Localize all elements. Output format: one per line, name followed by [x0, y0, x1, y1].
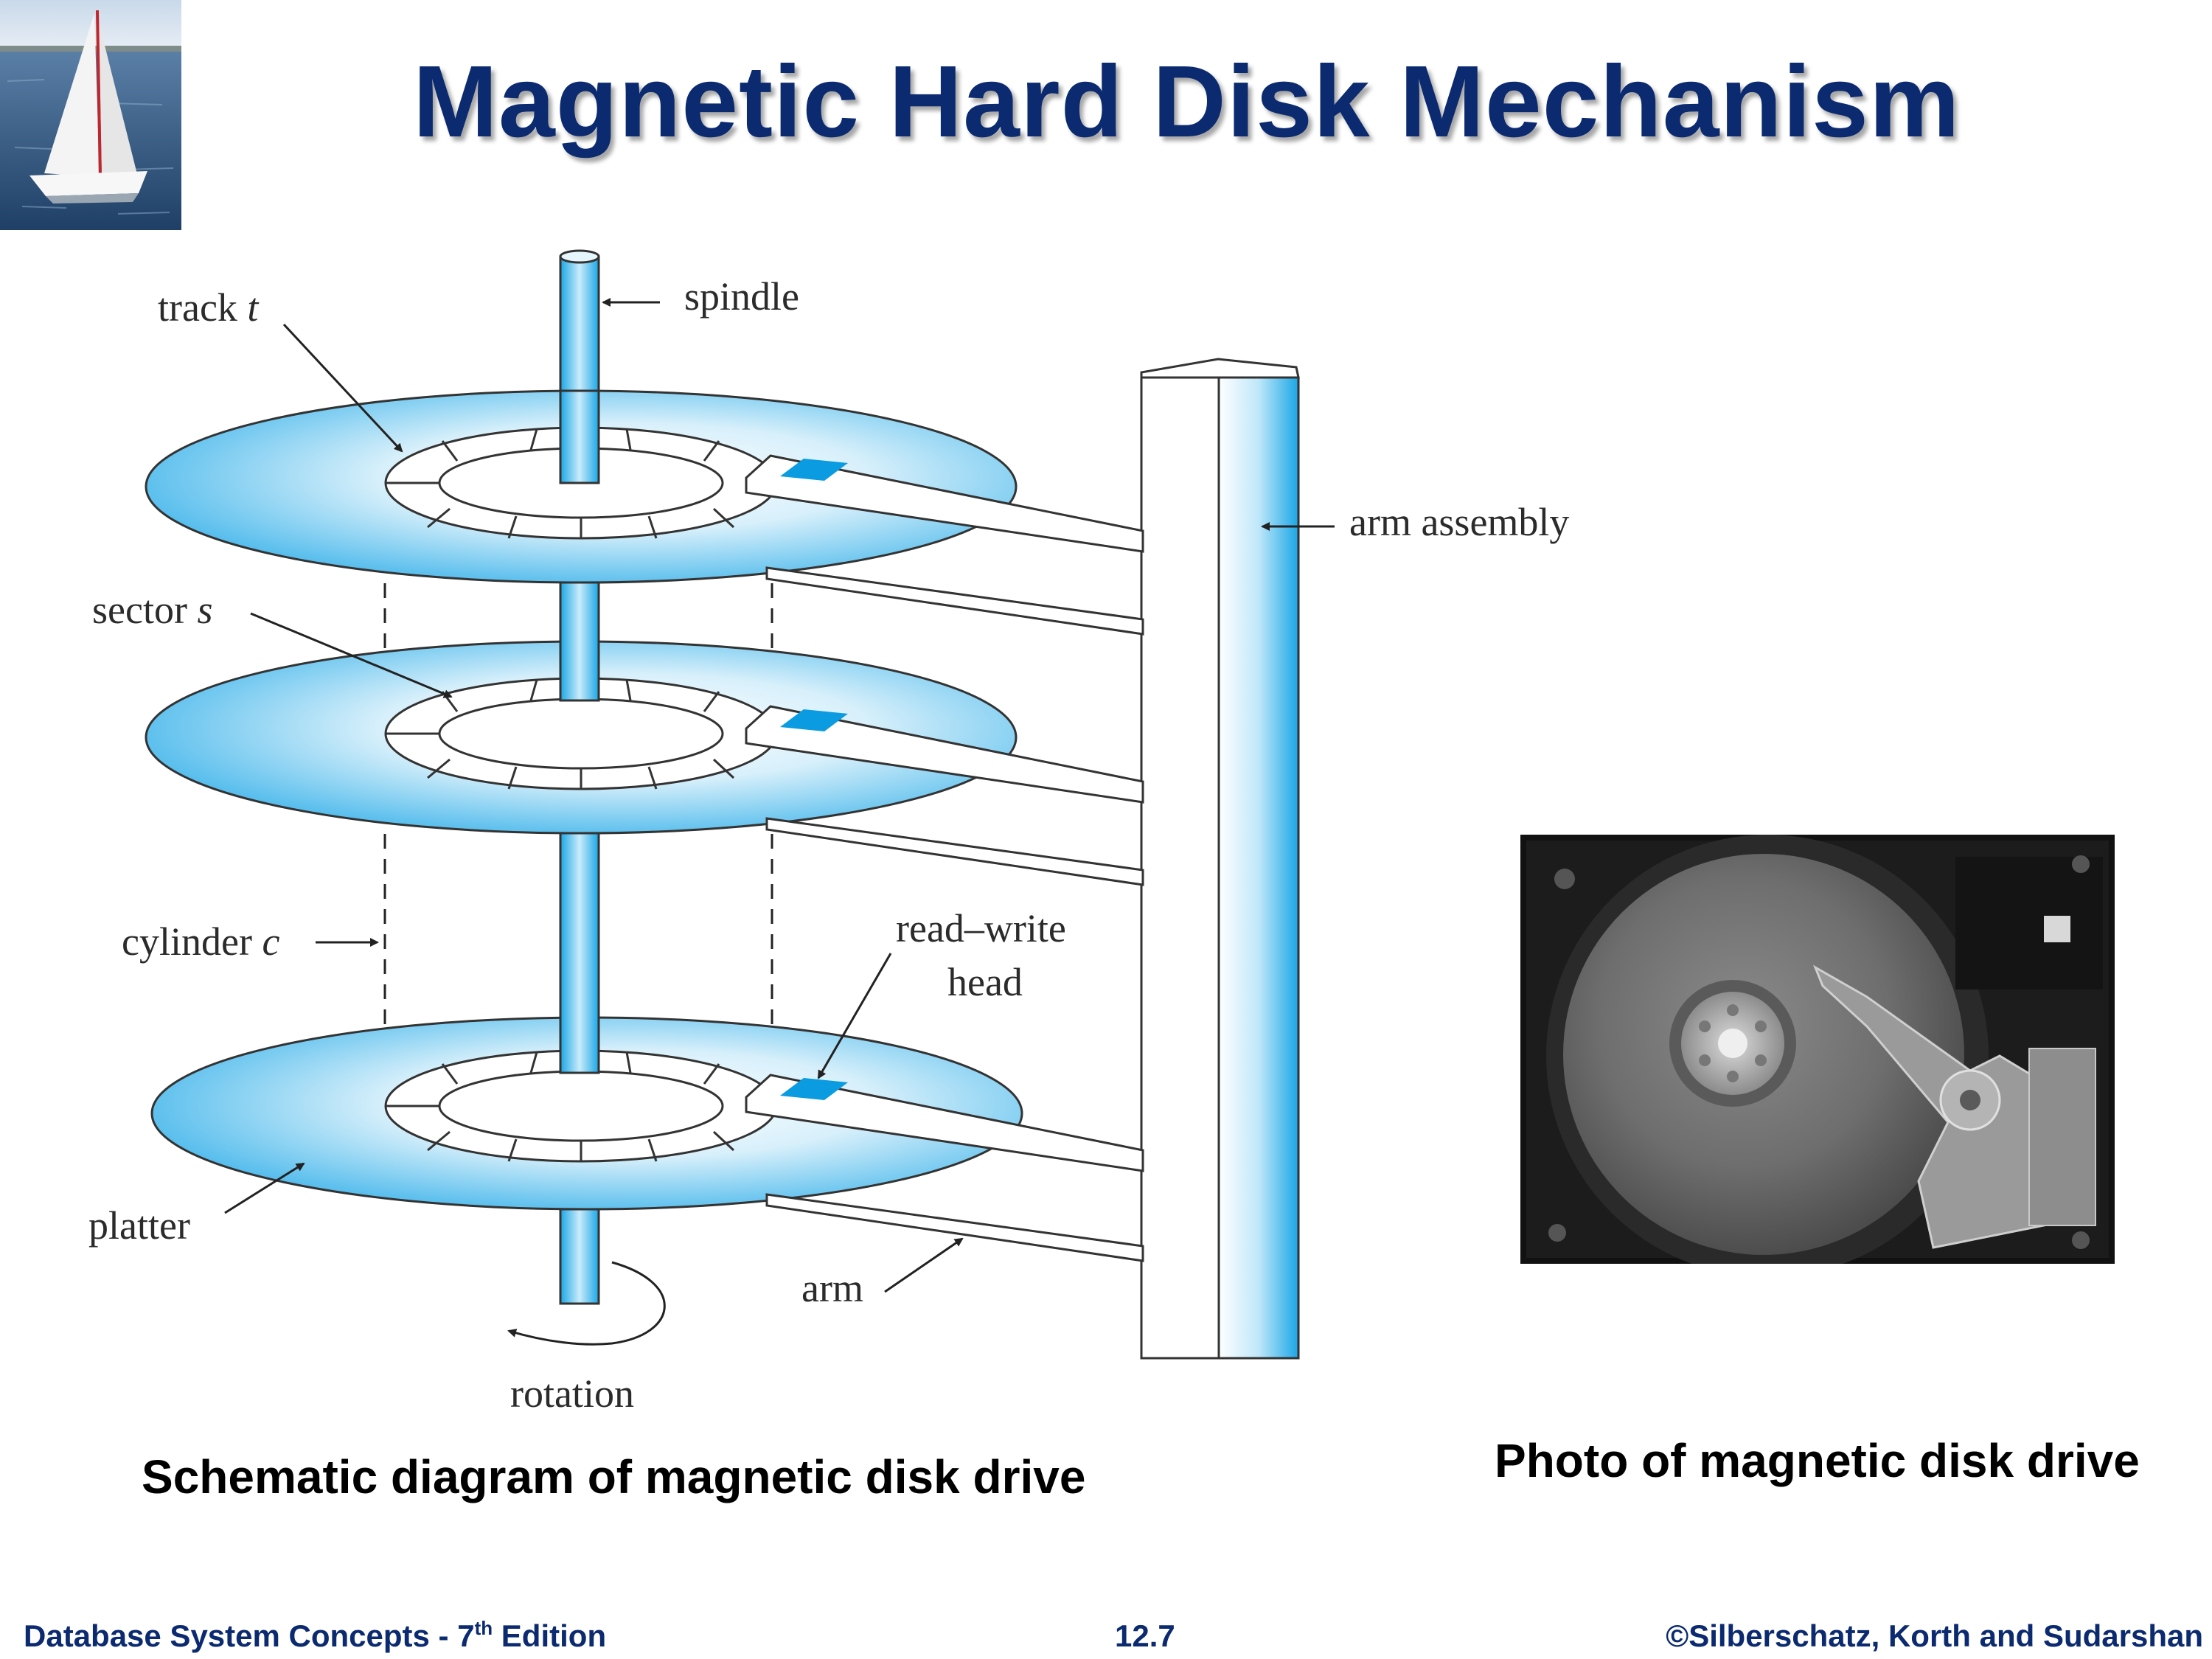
read-write-heads: [780, 459, 848, 1100]
platter-top: [145, 389, 1018, 584]
label-rotation: rotation: [510, 1371, 634, 1416]
label-cylinder: cylinder c: [122, 919, 279, 964]
platter-arrow: [224, 1162, 305, 1214]
arm-arrow: [884, 1237, 964, 1293]
label-arm-assembly: arm assembly: [1349, 500, 1569, 544]
footer-slide-number: 12.7: [1115, 1618, 1175, 1653]
read-write-head-arrow: [817, 953, 892, 1079]
slide-title: Magnetic Hard Disk Mechanism: [413, 45, 1961, 159]
photo-caption: Photo of magnetic disk drive: [1495, 1434, 2140, 1487]
platter-middle: [145, 581, 1018, 835]
track-arrow: [282, 323, 403, 453]
footer-copyright: ©Silberschatz, Korth and Sudarshan: [1666, 1618, 2203, 1653]
arms: [745, 454, 1144, 1262]
arm-assembly: [1140, 358, 1300, 1360]
label-read-write-1: read–write: [896, 906, 1066, 950]
diagram-caption: Schematic diagram of magnetic disk drive: [142, 1450, 1086, 1503]
label-spindle: spindle: [684, 274, 799, 319]
label-platter: platter: [88, 1203, 190, 1248]
hard-disk-photo: [1520, 835, 2115, 1264]
disk-schematic-diagram: track t spindle arm assembly sector s cy…: [88, 249, 1569, 1416]
label-read-write-2: head: [947, 960, 1023, 1004]
sailboat-logo: [0, 0, 181, 230]
footer-book-title: Database System Concepts - 7th Edition: [24, 1617, 607, 1653]
label-track: track t: [158, 285, 260, 330]
label-sector: sector s: [92, 588, 212, 632]
sector-arrow: [250, 612, 453, 698]
spindle-top: [559, 249, 600, 264]
rotation-arrow: [507, 1261, 666, 1346]
platter-bottom: [150, 832, 1023, 1305]
label-arm: arm: [801, 1266, 863, 1310]
